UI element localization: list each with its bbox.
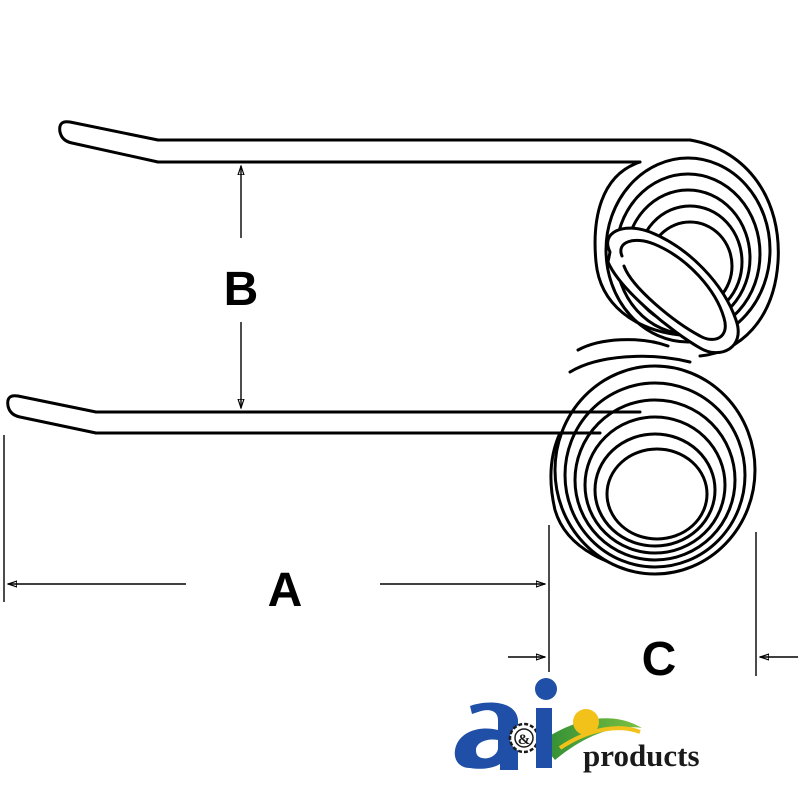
lower-tine [6,394,642,435]
logo-gear-icon [508,722,540,754]
logo-yellow-sun [573,709,599,735]
dimension-a-label: A [268,564,303,617]
logo-products-text: products [583,738,700,773]
logo-green-swoosh [540,718,642,760]
spring-drawing [6,120,780,576]
logo-letter-a [454,702,518,770]
lower-coil [549,338,757,576]
dimension-c-label: C [642,633,677,686]
upper-tine [58,120,692,164]
dimension-b-label: B [224,263,259,316]
upper-coil [593,138,780,358]
logo-letter-i-stem [536,708,552,768]
ai-products-logo: & products [454,678,700,773]
logo-letter-i-dot [535,678,557,700]
dimension-c [508,532,798,676]
dimension-a [3,435,550,672]
logo-ampersand: & [518,732,531,748]
